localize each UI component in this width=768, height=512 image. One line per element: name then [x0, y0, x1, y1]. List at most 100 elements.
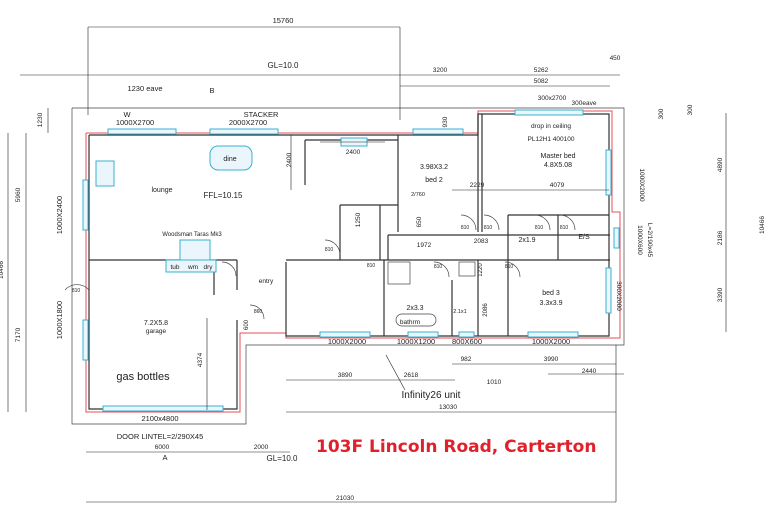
door-size-label: 810 — [434, 264, 443, 270]
dimensions-d-2086-label: 2086 — [483, 303, 489, 317]
door-size-label: 810 — [72, 288, 81, 294]
rooms-dine-label: dine — [223, 156, 236, 163]
dimension-lines — [7, 26, 727, 503]
windows — [82, 109, 620, 412]
wall-lining — [85, 110, 621, 413]
rooms-tub-label: tub — [170, 264, 179, 271]
windows-lounge-top-label: 1000X2700 — [116, 118, 154, 127]
windows-wc-bottom-label: 800X600 — [452, 337, 482, 346]
windows-w-label-label: W — [123, 110, 131, 119]
notes-fire-label: Woodsman Taras Mk3 — [162, 232, 222, 238]
notes-gas-label: gas bottles — [116, 371, 170, 383]
rooms-bed2-label: bed 2 — [425, 177, 443, 184]
dimensions-d-2000-label: 2000 — [254, 444, 269, 451]
dimensions-kitchen-2400-h-label: 2400 — [346, 149, 361, 156]
address-title: 103F Lincoln Road, Carterton — [316, 437, 596, 457]
rooms-master-size-label: 4.8X5.08 — [544, 162, 572, 169]
door-size-label: 810 — [367, 263, 376, 269]
dimensions-top-3200-label: 3200 — [433, 67, 448, 74]
dimensions-d-1250-label: 1250 — [355, 212, 362, 227]
rooms-lounge-label: lounge — [151, 187, 172, 194]
windows-master-top-label: 300x2700 — [538, 95, 567, 102]
windows-garage-door-label: 2100x4800 — [141, 414, 178, 423]
door-size-label: 810 — [461, 225, 470, 231]
notes-eave-label: 1230 eave — [127, 84, 162, 93]
windows-lounge-left-label: 1000X2400 — [55, 196, 64, 234]
door-size-label: 810 — [484, 225, 493, 231]
levels-ffl-label: FFL=10.15 — [204, 191, 243, 200]
dimensions-right-total-label: 10466 — [759, 216, 766, 234]
windows-master-right-label: 1000X2000 — [638, 168, 645, 202]
dining-table-icon — [209, 145, 253, 171]
door-swings — [64, 214, 576, 327]
windows-garage-left-label: 1000X1800 — [55, 301, 64, 339]
rooms-garage-label: garage — [146, 328, 167, 335]
dimensions-d-3990-label: 3990 — [544, 356, 559, 363]
notes-drop-ceiling-label: drop in ceiling — [531, 123, 571, 130]
rooms-garage-size-label: 7.2X5.8 — [144, 320, 168, 327]
windows-es-right-label: 1000X600 — [636, 225, 643, 255]
dimensions-right-300b-label: 300 — [687, 104, 694, 115]
eave-outline — [71, 107, 625, 425]
dimensions-d-600-label: 600 — [244, 319, 250, 330]
dimensions-d-2440-label: 2440 — [582, 368, 597, 375]
fireplace-hearth — [95, 160, 115, 187]
interior-walls — [89, 114, 610, 336]
door-size-label: 810 — [560, 225, 569, 231]
fire-icon — [179, 239, 211, 261]
dimensions-top-5082-label: 5082 — [534, 78, 549, 85]
rooms-bed3-label: bed 3 — [542, 290, 560, 297]
dimensions-top-450-label: 450 — [610, 55, 621, 62]
rooms-entry-label: entry — [259, 278, 274, 285]
door-size-label: 810 — [325, 247, 334, 253]
dimensions-right-2186-label: 2186 — [717, 230, 724, 245]
notes-beam-label: PL12H1 400100 — [528, 136, 575, 143]
laundry-fixtures — [165, 259, 217, 273]
rooms-wir-label: 2x1.9 — [518, 237, 535, 244]
dimensions-d-2083-label: 2083 — [474, 238, 489, 245]
windows-bed2-bottom-label: 1000X2000 — [328, 337, 366, 346]
dimensions-d-2229-label: 2229 — [470, 182, 485, 189]
dimensions-right-3390-label: 3390 — [717, 287, 724, 302]
rooms-dry-label: dry — [203, 264, 213, 271]
levels-gl-top-label: GL=10.0 — [268, 61, 299, 70]
windows-bath-bottom-label: 1000X1200 — [397, 337, 435, 346]
windows-stacker-label: STACKER — [244, 110, 279, 119]
notes-lintel-label: DOOR LINTEL=2/290X45 — [117, 432, 204, 441]
dimensions-right-4890-label: 4890 — [717, 157, 724, 172]
dimensions-bottom-mid-label: 13030 — [439, 404, 457, 411]
windows-bed3-bottom-label: 1000X2000 — [532, 337, 570, 346]
rooms-wc-size-label: 2.1x1 — [453, 309, 466, 315]
dimensions-d-4374-label: 4374 — [197, 352, 204, 367]
dimensions-d-1010-label: 1010 — [487, 379, 502, 386]
notes-section-b-label: B — [209, 86, 214, 95]
exterior-wall — [89, 113, 610, 337]
windows-stacker-size-label: 2000X2700 — [229, 118, 267, 127]
notes-section-a-label: A — [162, 453, 167, 462]
dimensions-left-lower-label: 7170 — [15, 327, 22, 342]
dimensions-left-eave-label: 1230 — [37, 112, 44, 127]
rooms-bed2-size-label: 3.98X3.2 — [420, 164, 448, 171]
windows-bed3-right-label: 300X2000 — [615, 281, 622, 311]
dimensions-overall-bottom-label: 21030 — [336, 495, 354, 502]
door-size-label: 860 — [254, 309, 263, 315]
rooms-bathroom-label: bathrm — [400, 319, 420, 326]
notes-wardrobe-label: 2/760 — [411, 192, 425, 198]
dimensions-left-upper-label: 5960 — [15, 187, 22, 202]
dimensions-d-2618-label: 2618 — [404, 372, 419, 379]
notes-right-lintel-label: L=2/190x45 — [646, 223, 653, 258]
dimensions-d-650-label: 650 — [416, 216, 423, 227]
rooms-wm-label: wm — [187, 264, 198, 271]
rooms-ensuite-label: E/S — [578, 234, 590, 241]
dimensions-d-4079-label: 4079 — [550, 182, 565, 189]
dimensions-right-300a-label: 300 — [658, 108, 665, 119]
rooms-bed3-size-label: 3.3x3.9 — [540, 300, 563, 307]
levels-gl-bottom-label: GL=10.0 — [267, 454, 298, 463]
dimensions-d-3890-label: 3890 — [338, 372, 353, 379]
dimensions-kitchen-2400-v-label: 2400 — [286, 152, 293, 167]
dimensions-d-6000-label: 6000 — [155, 444, 170, 451]
rooms-master-label: Master bed — [540, 153, 575, 160]
dimensions-overall-top-label: 15760 — [273, 16, 294, 25]
